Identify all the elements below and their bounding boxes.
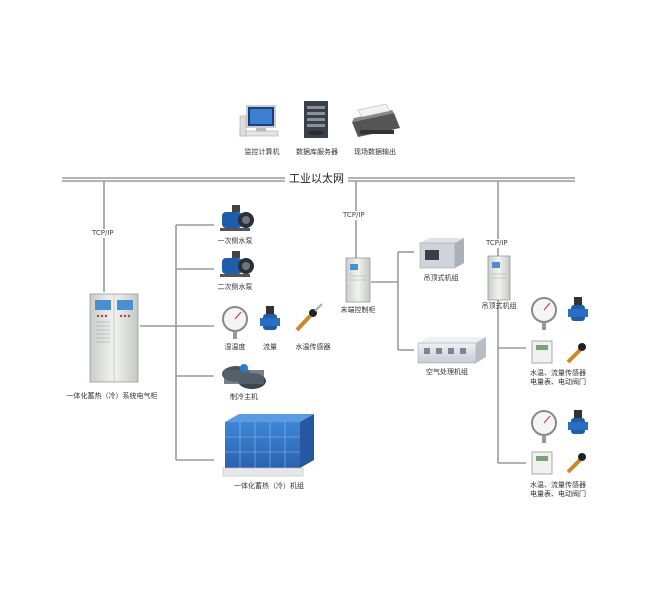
pump2-label: 二次侧水泵: [217, 283, 253, 291]
network-lines: [62, 177, 575, 464]
network-title: 工业以太网: [285, 172, 348, 185]
right-cabinet-icon: [487, 255, 511, 301]
right-flow-top-icon: [568, 297, 588, 321]
tcpip-right: TCP/IP: [485, 239, 509, 248]
ceiling-unit-icon: [419, 238, 464, 269]
water-temp-sensor-icon: [295, 303, 323, 332]
pump1-label: 一次侧水泵: [217, 237, 253, 245]
pump2-icon: [220, 251, 254, 277]
temp-gauge-label: 湿温度: [224, 343, 246, 351]
flow-label: 流量: [263, 343, 277, 351]
pump1-icon: [220, 205, 254, 231]
middle-cabinet-icon: [345, 257, 371, 303]
right-sensor-line1-top: 水温、流量传感器: [530, 369, 586, 377]
flow-meter-icon: [260, 306, 280, 330]
left-cabinet-label: 一体化蓄热（冷）系统电气柜: [66, 392, 158, 400]
output-label: 现场数据输出: [354, 148, 396, 156]
chiller-icon: [222, 364, 266, 389]
chiller-label: 制冷主机: [230, 393, 258, 401]
right-gauge-bottom-icon: [531, 410, 557, 443]
tcpip-middle: TCP/IP: [342, 211, 366, 220]
right-flow-bottom-icon: [568, 410, 588, 434]
tcpip-left: TCP/IP: [91, 229, 115, 238]
printer-icon: [352, 103, 400, 137]
monitor-label: 监控计算机: [244, 148, 280, 156]
right-meter-top-icon: [531, 340, 553, 364]
air-handling-unit-icon: [417, 337, 486, 364]
monitor-computer-icon: [239, 105, 279, 137]
right-cabinet-label: 吊顶式机组: [481, 302, 517, 310]
water-temp-label: 水温传感器: [295, 343, 331, 351]
storage-unit-icon: [222, 414, 314, 477]
right-gauge-top-icon: [531, 297, 557, 330]
right-temp-bottom-icon: [566, 453, 586, 474]
left-cabinet-icon: [89, 293, 139, 383]
temperature-gauge-icon: [222, 306, 248, 339]
database-server-icon: [304, 101, 328, 138]
right-temp-top-icon: [566, 343, 586, 364]
right-sensor-line2-bottom: 电量表、电动阀门: [530, 490, 586, 498]
right-meter-bottom-icon: [531, 451, 553, 475]
middle-cabinet-label: 末端控制柜: [340, 306, 376, 314]
ceiling-unit-label: 吊顶式机组: [423, 274, 459, 282]
right-sensor-line1-bottom: 水温、流量传感器: [530, 481, 586, 489]
right-sensor-line2-top: 电量表、电动阀门: [530, 378, 586, 386]
database-label: 数据库服务器: [296, 148, 338, 156]
storage-label: 一体化蓄热（冷）机组: [234, 482, 304, 490]
ahu-label: 空气处理机组: [426, 368, 468, 376]
